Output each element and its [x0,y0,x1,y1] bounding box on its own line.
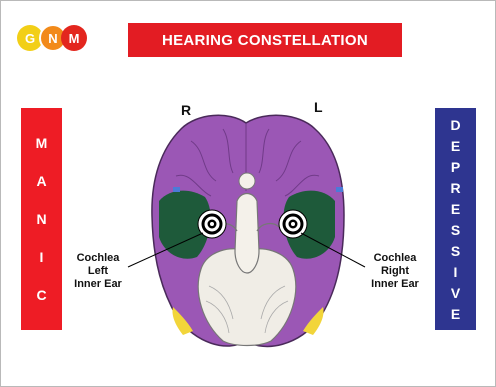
right-hemisphere-label: R [181,102,191,118]
label-line: Inner Ear [359,278,431,291]
manic-letter: A [36,174,46,188]
label-line: Left [67,265,129,278]
label-line: Cochlea [67,252,129,265]
manic-letter: M [36,136,48,150]
depressive-letter: S [451,223,460,237]
label-line: Right [359,265,431,278]
depressive-letter: E [451,307,460,321]
depressive-letter: E [451,202,460,216]
left-hemisphere-label: L [314,99,323,115]
brainstem [235,194,259,274]
depressive-banner: D E P R E S S I V E [435,108,476,330]
depressive-letter: S [451,244,460,258]
label-line: Cochlea [359,252,431,265]
depressive-letter: V [451,286,460,300]
left-cochlea-label: Cochlea Left Inner Ear [67,252,129,291]
manic-letter: N [36,212,46,226]
label-line: Inner Ear [67,278,129,291]
right-cochlea-label: Cochlea Right Inner Ear [359,252,431,291]
depressive-letter: E [451,139,460,153]
depressive-letter: I [454,265,458,279]
depressive-letter: P [451,160,460,174]
depressive-letter: R [450,181,460,195]
manic-letter: C [36,288,46,302]
manic-letter: I [40,250,44,264]
manic-banner: M A N I C [21,108,62,330]
depressive-letter: D [450,118,460,132]
